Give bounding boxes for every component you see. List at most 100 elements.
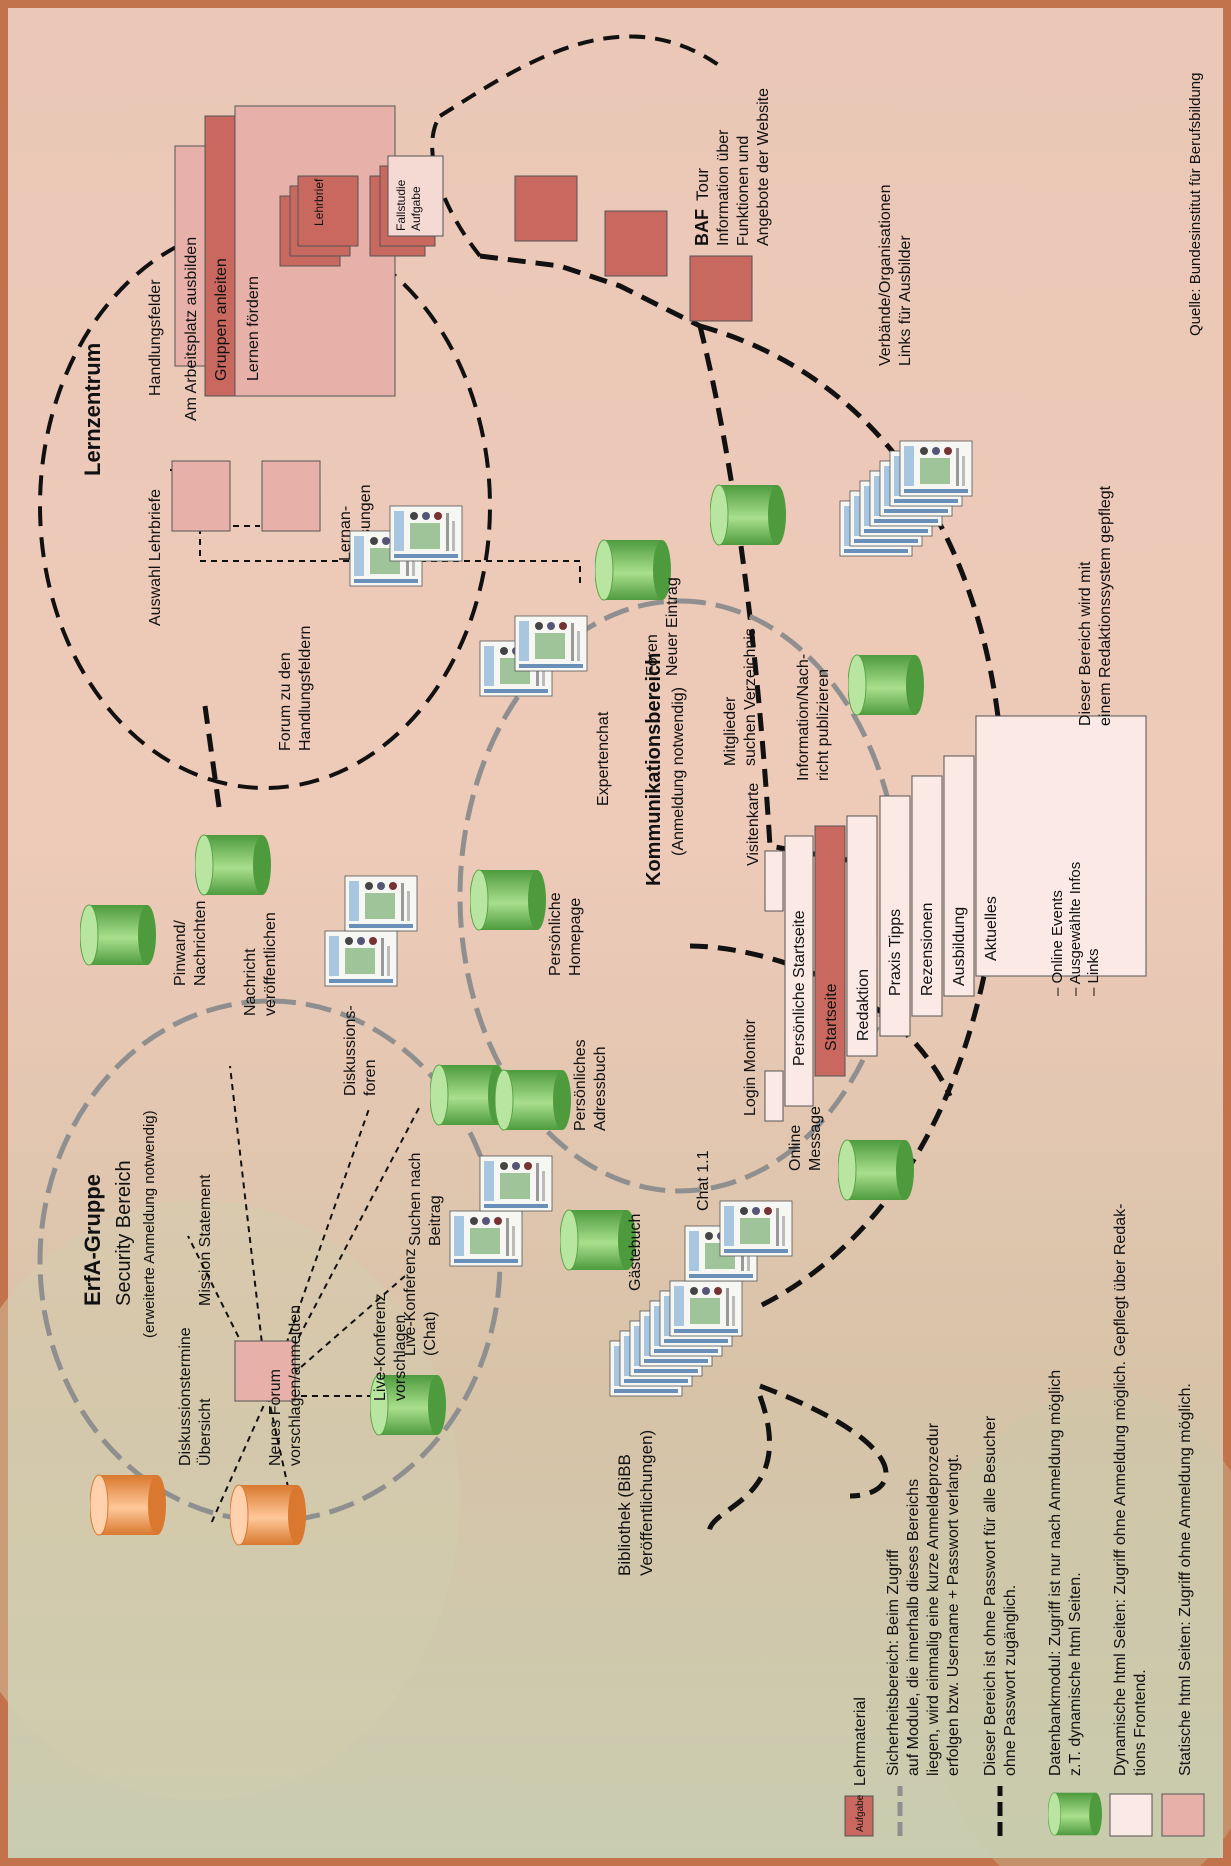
rezensionen-label: Rezensionen [919,903,936,996]
baf-line-2: Funktionen und [735,136,752,246]
gruppen-label: Gruppen anleiten [213,258,230,381]
foren-label-2: Neuer Eintrag [664,577,681,676]
diskussionstermine-db-icon [90,1474,166,1536]
aktuelles-item-2: – Ausgewählte Infos [1067,862,1084,996]
expertenchat-label: Expertenchat [595,711,612,806]
legend-database-2: z.T. dynamische html Seiten. [1067,1572,1084,1776]
auswahl-label: Auswahl Lehrbriefe [147,489,164,626]
redaktion-page [846,815,878,1057]
homepage-db-icon [470,869,546,931]
forum-label: Forum zu den [277,652,294,751]
chat-label: Chat 1.1 [695,1150,712,1211]
source-label: Quelle: Bundesinstitut für Berufsbildung [1187,73,1204,337]
startseite-label: Startseite [823,983,840,1051]
adressbuch-db-icon [495,1069,571,1131]
legend: Aufgabe Lehrmaterial Sicherheitsbereich:… [844,1204,1205,1837]
homepage-label-2: Homepage [567,898,584,976]
suchen-label-2: Beitrag [427,1195,444,1246]
foren-db-icon [595,539,671,601]
redaktionssystem-label: Dieser Bereich wird mit [1077,561,1094,726]
suchen-label: Suchen nach [407,1153,424,1246]
lernanweisungen-page [261,460,321,532]
baf-title: BAF [692,209,712,246]
arbeitsplatz-label: Am Arbeitsplatz ausbilden [183,237,200,421]
erfa-subtitle: Security Bereich [113,1160,135,1306]
online-message-label-2: Message [807,1106,824,1171]
mission-statement-page [234,1340,296,1402]
lernzentrum-title: Lernzentrum [80,343,105,476]
foren-label: Foren [644,634,661,676]
praxis-label: Praxis Tipps [887,909,904,996]
fallstudie-stack [369,155,444,257]
live-vorschlagen-label: Live-Konferenz [372,1293,389,1401]
fallstudie-label-2: Aufgabe [409,186,423,231]
live-vorschlagen-label-2: vorschlagen [392,1315,409,1401]
diskussionstermine-label-2: Übersicht [196,1398,214,1466]
homepage-label: Persönliche [547,892,564,976]
adressbuch-label-2: Adressbuch [592,1047,609,1132]
legend-security-4: erfolgen bzw. Username + Passwort verlan… [945,1454,962,1776]
komm-title: Kommunikationsbereich [643,653,665,886]
diskussionsforen-label-2: foren [362,1060,379,1096]
nachricht-label: Nachricht [242,948,259,1016]
information-label-2: richt publizieren [815,669,832,781]
legend-open-1: Dieser Bereich ist ohne Passwort für all… [982,1415,999,1776]
forum-label-2: Handlungsfeldern [297,626,314,751]
aktuelles-item-1: – Online Events [1049,890,1066,996]
gaestebuch-label: Gästebuch [627,1214,644,1291]
baf-line-3: Angebote der Website [755,88,772,246]
bibliothek-label-2: Veröffentlichungen) [637,1430,656,1576]
login-monitor-page [764,1070,784,1122]
diskussionsforen-screenshot [324,930,398,987]
forum-handlungsfelder-screenshot-2 [389,505,463,562]
legend-lehrmaterial-swatch [844,1795,874,1837]
redaktionssystem-label-2: einem Redaktionssystem gepflegt [1097,485,1114,726]
erfa-title: ErfA-Gruppe [80,1174,105,1306]
online-message-label: Online [787,1125,804,1171]
legend-dynamic-1: Dynamische html Seiten: Zugriff ohne Anm… [1112,1204,1129,1776]
baf-page-2 [604,210,668,277]
mitglieder-label: Mitglieder [722,696,739,766]
praxis-page [879,795,911,1037]
mission-statement-label: Mission Statement [197,1174,214,1306]
nachricht-label-2: veröffentlichen [262,912,279,1016]
baf-tour: Tour [693,168,712,201]
baf-page-1 [514,175,578,242]
fallstudie-label: Fallstudie [394,179,408,231]
aktuelles-label: Aktuelles [983,896,1000,961]
diskussionsforen-label: Diskussions- [342,1005,359,1096]
legend-dynamic-swatch [1109,1793,1153,1837]
legend-database-icon [1048,1792,1102,1836]
legend-static: Statische html Seiten: Zugriff ohne Anme… [1177,1383,1194,1776]
rezensionen-page [911,775,943,1017]
auswahl-page [171,460,231,532]
online-message-db-icon [838,1139,914,1201]
bibliothek-label: Bibliothek (BiBB [615,1454,634,1576]
legend-static-swatch [1161,1793,1205,1837]
login-monitor-label: Login Monitor [742,1018,759,1116]
diskussionsforen-screenshot-2 [344,875,418,932]
diskussionstermine-label: Diskussionstermine [177,1327,194,1466]
legend-lehrmaterial: Lehrmaterial [852,1697,869,1786]
verbaende-label-2: Links für Ausbilder [897,235,914,366]
live-chat-screenshot [449,1210,523,1267]
nachricht-db-icon [195,834,271,896]
information-db-icon [848,654,924,716]
information-label: Information/Nach- [795,654,812,781]
pinwand-label-2: Nachrichten [192,901,209,986]
gaestebuch-db-icon [560,1209,636,1271]
lernen-label: Lernen fördern [245,276,262,381]
aktuelles-page [975,715,1147,977]
neues-forum-label: Neues Forum [267,1369,284,1466]
legend-dynamic-2: tions Frontend. [1132,1669,1149,1776]
legend-security-1: Sicherheitsbereich: Beim Zugriff [885,1549,902,1776]
legend-database-1: Datenbankmodul: Zugriff ist nur nach Anm… [1047,1370,1064,1776]
pinwand-db-icon [80,904,156,966]
adressbuch-label: Persönliches [572,1039,589,1131]
live-chat-screenshot-2 [479,1155,553,1212]
pinwand-label: Pinwand/ [172,920,189,986]
mitglieder-label-2: suchen Verzeichnis [742,628,759,766]
legend-security-3: liegen, wird einmalig eine kurze Anmelde… [925,1422,942,1776]
visitenkarte-page [764,850,784,912]
